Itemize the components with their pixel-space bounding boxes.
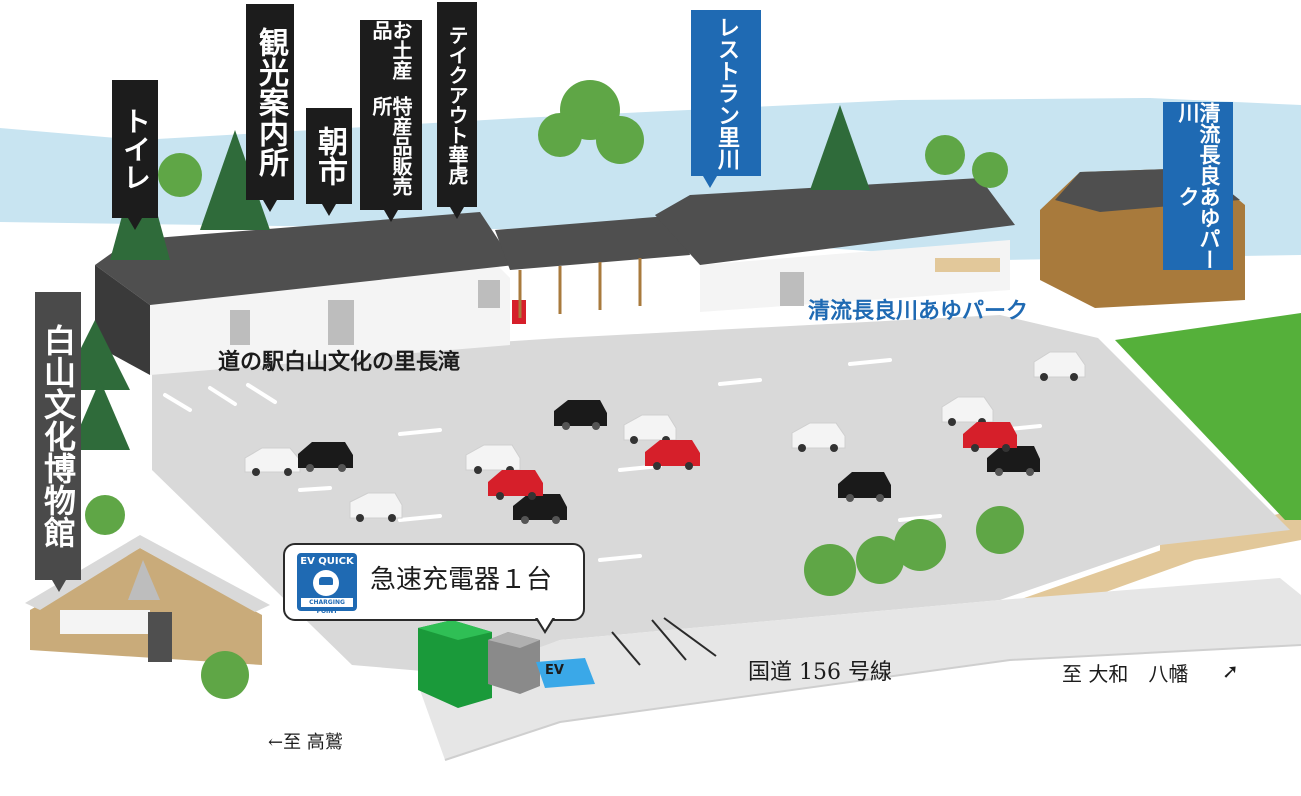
sign-tourist-info-label: 観光案内所: [253, 27, 288, 177]
car-icon: [319, 577, 333, 585]
direction-arrow-right-icon: ➚: [1222, 659, 1239, 683]
sign-pin: [263, 200, 277, 212]
sign-ayu-park-line2: あゆパーク: [1176, 186, 1221, 270]
sign-toilet: トイレ: [112, 80, 158, 218]
car-red: [963, 422, 1017, 452]
car-black: [838, 472, 891, 502]
ev-icon-bottom-label: CHARGING POINT: [301, 598, 353, 615]
sign-morning-market: 朝市: [306, 108, 352, 204]
sign-souvenir: お土産品 特産品販売所: [360, 20, 422, 210]
museum-building: [25, 535, 270, 665]
direction-left-label: ←至 高鷲: [268, 732, 343, 753]
callout-tail-inner: [537, 617, 553, 630]
sign-souvenir-line2: 特産品販売所: [369, 96, 413, 196]
car-black: [554, 400, 607, 430]
sign-museum: 白山文化博物館: [35, 292, 81, 580]
road-edge: [444, 644, 1301, 761]
car-white: [623, 414, 677, 444]
car-red: [488, 470, 543, 500]
sign-ayu-park: 清流長良川 あゆパーク: [1163, 102, 1233, 270]
car-white: [349, 492, 403, 522]
ev-quick-charging-icon: EV QUICK CHARGING POINT: [297, 553, 357, 615]
ev-charger-callout-text: 急速充電器１台: [370, 565, 553, 595]
station-building: [95, 212, 526, 375]
main-road: [420, 578, 1301, 760]
car-white: [465, 444, 521, 474]
sign-souvenir-line1: お土産品: [369, 20, 413, 80]
sign-toilet-label: トイレ: [119, 107, 152, 191]
route-label: 国道 156 号線: [748, 660, 892, 685]
park-name-label: 清流長良川あゆパーク: [808, 299, 1029, 324]
sign-restaurant-line1: レストラン: [714, 16, 739, 126]
ev-parking-mark: EV: [545, 663, 564, 678]
restaurant-building: [655, 178, 1015, 312]
sign-takeout-label: テイクアウト華虎: [445, 24, 469, 185]
car-black: [513, 494, 567, 524]
car-white: [791, 422, 846, 452]
sign-ayu-park-line1: 清流長良川: [1176, 102, 1221, 186]
sign-museum-label: 白山文化博物館: [39, 324, 77, 548]
sign-pin: [322, 204, 336, 216]
covered-walkway: [495, 215, 690, 318]
sign-tourist-info: 観光案内所: [246, 4, 294, 200]
sign-pin: [52, 580, 66, 592]
sign-pin: [703, 176, 717, 188]
direction-right-label: 至 大和 八幡: [1062, 662, 1189, 686]
car-black: [987, 446, 1040, 476]
sign-restaurant: レストラン 里川: [691, 10, 761, 176]
lawn-area: [1115, 313, 1301, 520]
car-white: [244, 447, 301, 476]
sign-morning-market-label: 朝市: [312, 126, 347, 186]
car-black: [298, 442, 353, 472]
sign-pin: [450, 207, 464, 219]
sign-takeout: テイクアウト華虎: [437, 2, 477, 207]
sign-pin: [384, 210, 398, 222]
sign-pin: [128, 218, 142, 230]
sign-restaurant-line2: 里川: [714, 126, 739, 170]
facility-name-label: 道の駅白山文化の里長滝: [218, 350, 461, 375]
ev-charger: [418, 620, 595, 708]
car-white: [1033, 351, 1086, 381]
ev-icon-top-label: EV QUICK: [300, 556, 354, 567]
car-red: [645, 440, 700, 470]
ev-parking-space: [536, 658, 595, 688]
road-arrows: [611, 617, 717, 666]
